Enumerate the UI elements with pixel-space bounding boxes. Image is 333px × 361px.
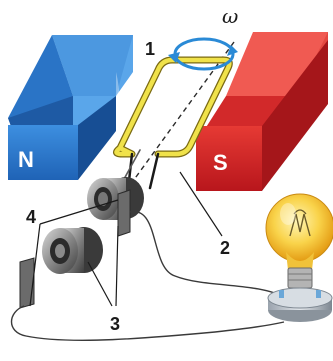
label-1-frame: 1 <box>145 39 155 59</box>
south-magnet <box>191 32 328 191</box>
light-bulb <box>266 194 333 322</box>
north-pole-label: N <box>18 147 34 172</box>
label-2-leads: 2 <box>220 238 230 258</box>
south-pole-label: S <box>213 150 228 175</box>
omega-label: ω <box>222 4 238 28</box>
rotation-arrow <box>168 39 238 69</box>
label-3-rings: 3 <box>110 314 120 334</box>
label-4-brushes: 4 <box>26 207 36 227</box>
